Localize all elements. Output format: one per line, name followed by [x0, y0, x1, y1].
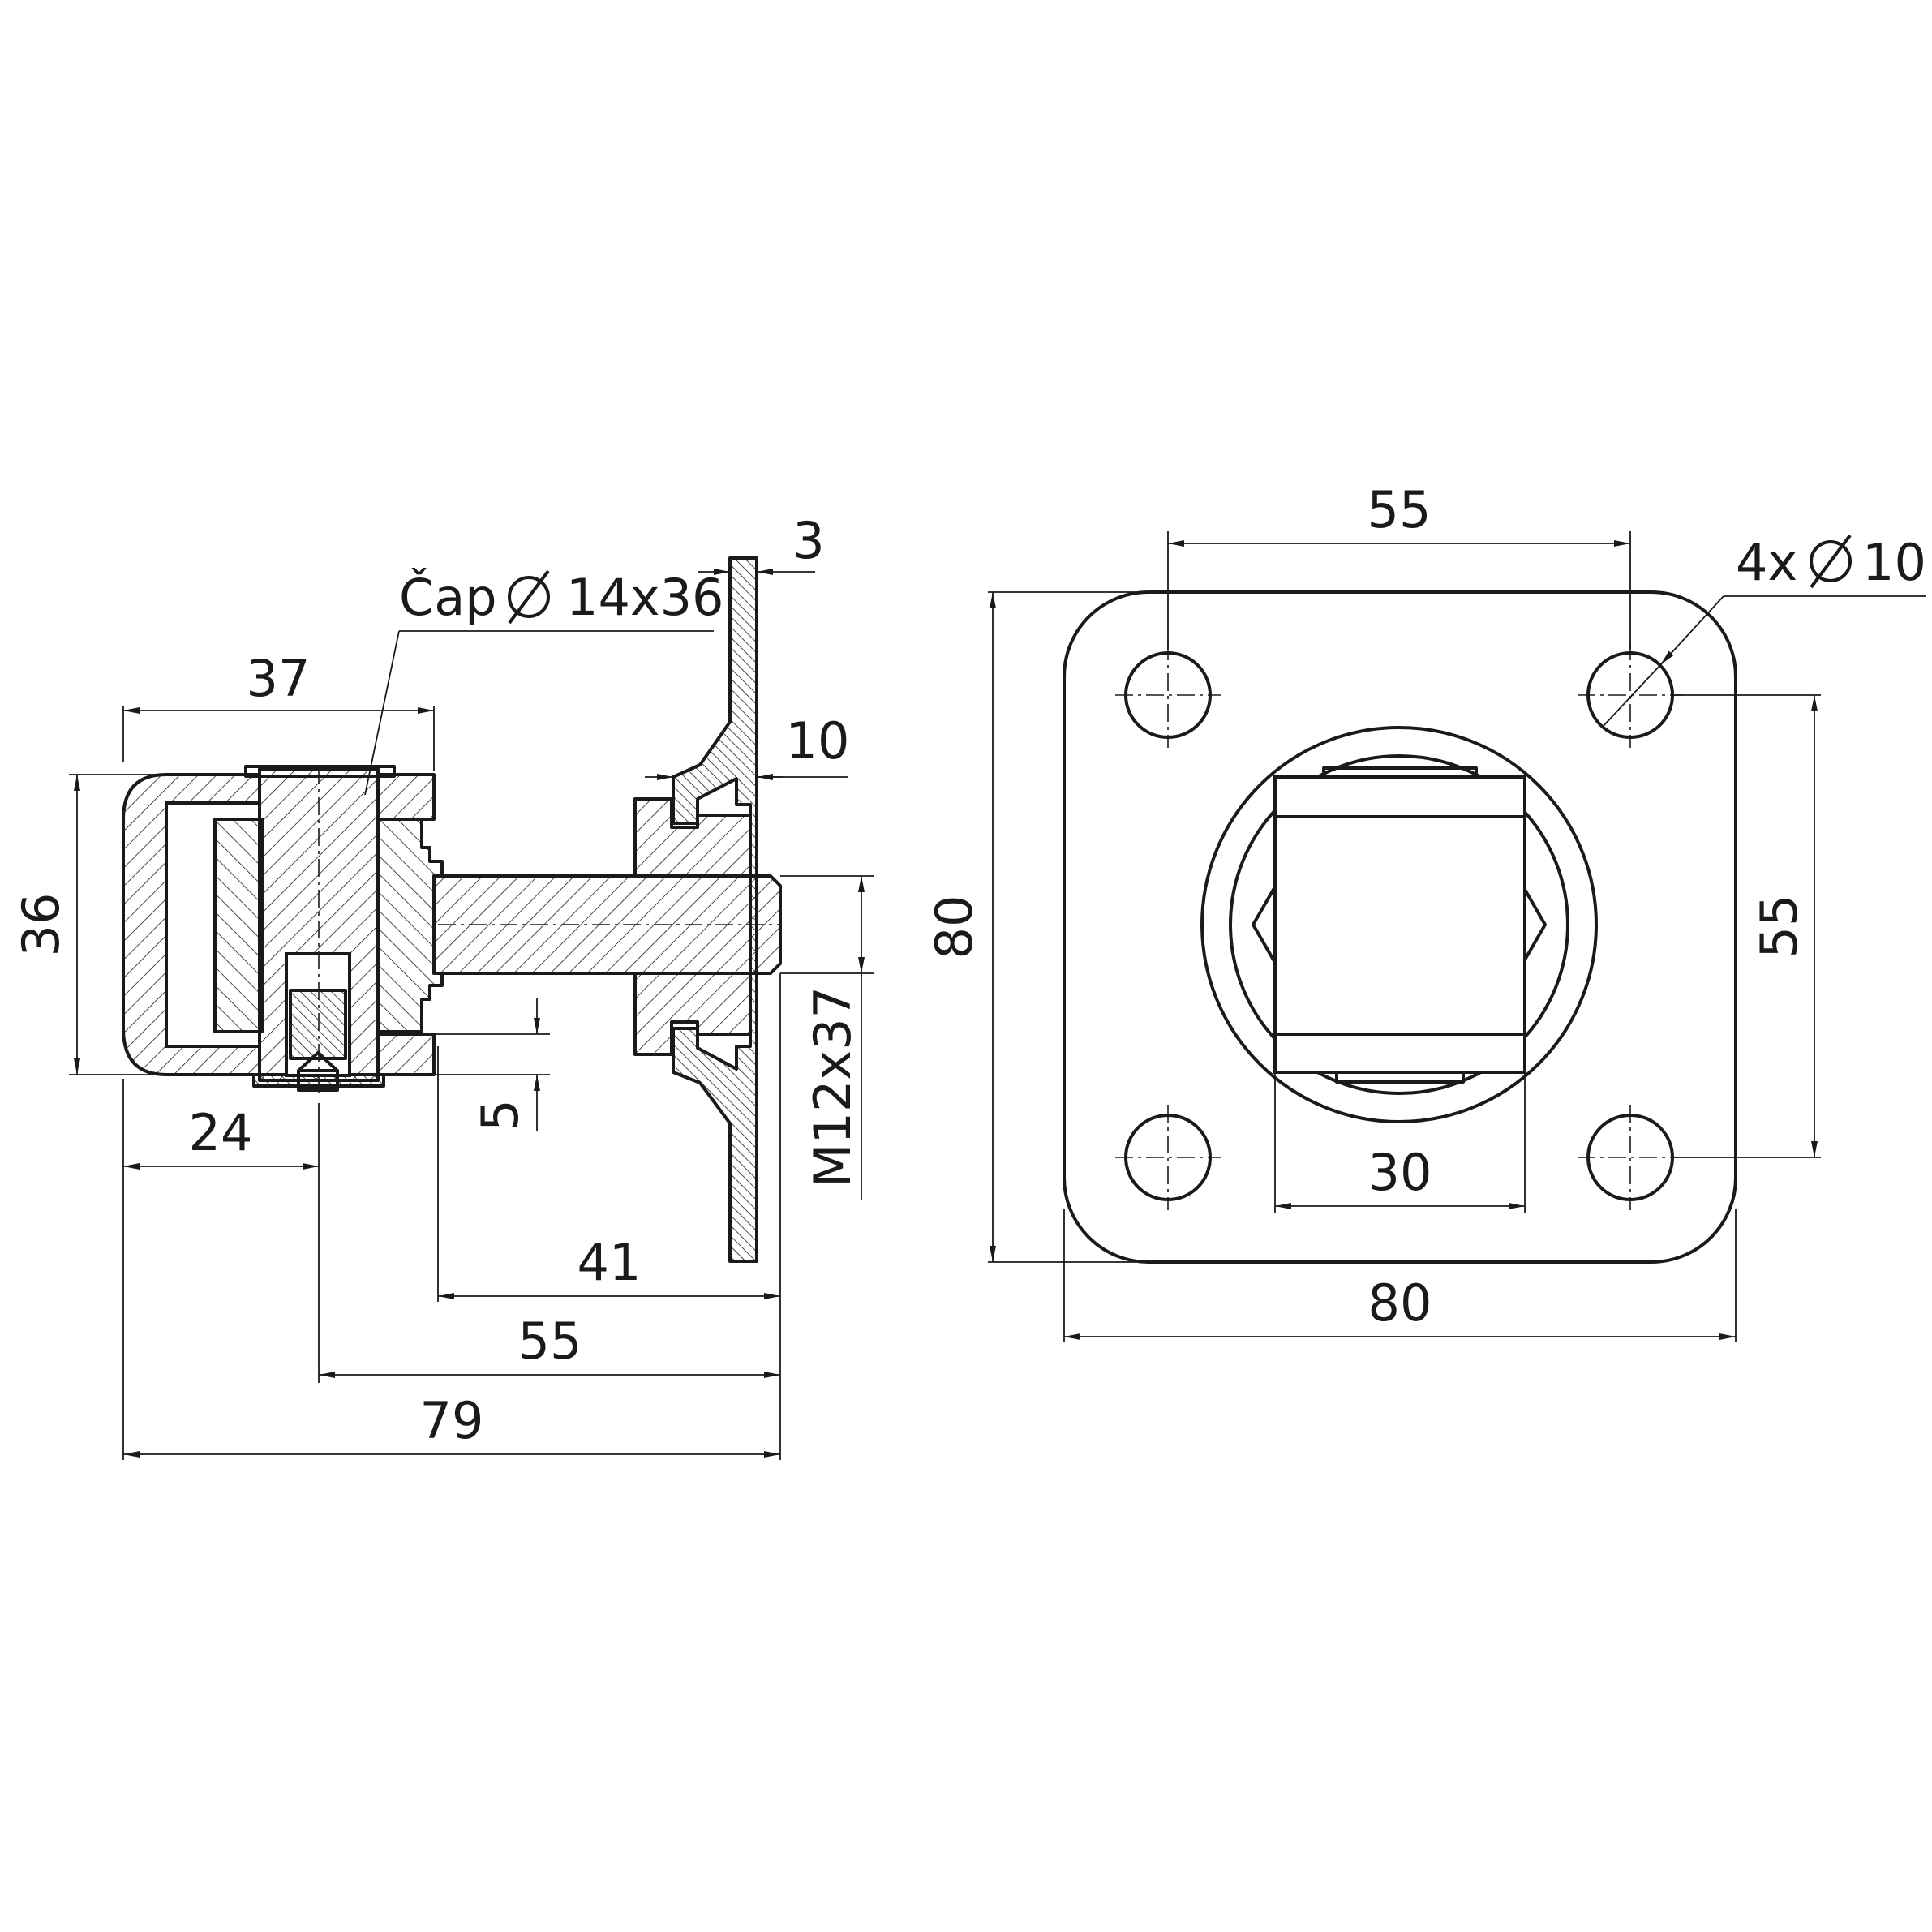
dim-height-36: 36 [11, 893, 71, 957]
dim-thread: M12x37 [803, 986, 862, 1187]
collar-top [376, 773, 436, 821]
diameter-icon [1810, 534, 1852, 589]
outer-ring [1200, 726, 1598, 1123]
bushing-left [213, 818, 264, 1033]
dim-gap-5: 5 [470, 1099, 530, 1131]
setscrew [289, 989, 347, 1060]
holes-prefix: 4x [1736, 533, 1797, 592]
dim-plate-width: 80 [1368, 1273, 1432, 1333]
pin-label-value: 14x36 [566, 568, 723, 627]
side-view-dimensions: 3 Čap 14x36 37 36 10 M12x37 [11, 511, 874, 1460]
mounting-plate [672, 556, 758, 1263]
dim-79: 79 [420, 1391, 484, 1450]
side-view [122, 556, 782, 1263]
dim-hole-spacing-v: 55 [1750, 895, 1809, 959]
dim-plate-thickness: 3 [792, 511, 824, 570]
dim-hole-spacing-h: 55 [1367, 480, 1432, 539]
front-view [1063, 590, 1737, 1264]
diameter-icon [508, 569, 550, 625]
pin-collar-top [244, 765, 396, 778]
pin-label-prefix: Čap [399, 568, 497, 627]
dim-plate-height: 80 [925, 895, 984, 960]
dim-24: 24 [189, 1103, 253, 1162]
front-view-dimensions: 55 4x 10 80 55 30 80 [925, 480, 1926, 1342]
setscrew-tip [297, 1051, 339, 1072]
collar-bottom-tab [1335, 1071, 1465, 1084]
base-plate [1063, 590, 1737, 1264]
dim-55: 55 [518, 1312, 582, 1371]
dim-square-width: 30 [1368, 1143, 1432, 1202]
mounting-holes [1115, 642, 1683, 1210]
inner-ring [1229, 754, 1569, 1095]
collar-top-tab [1322, 766, 1478, 779]
body-square [1273, 775, 1526, 1074]
dim-offset-10: 10 [786, 711, 850, 771]
dim-width-37: 37 [247, 649, 311, 708]
dim-41: 41 [577, 1233, 642, 1292]
holes-value: 10 [1862, 533, 1926, 592]
setscrew-head [297, 1069, 339, 1092]
collar-bottom [376, 1033, 436, 1076]
